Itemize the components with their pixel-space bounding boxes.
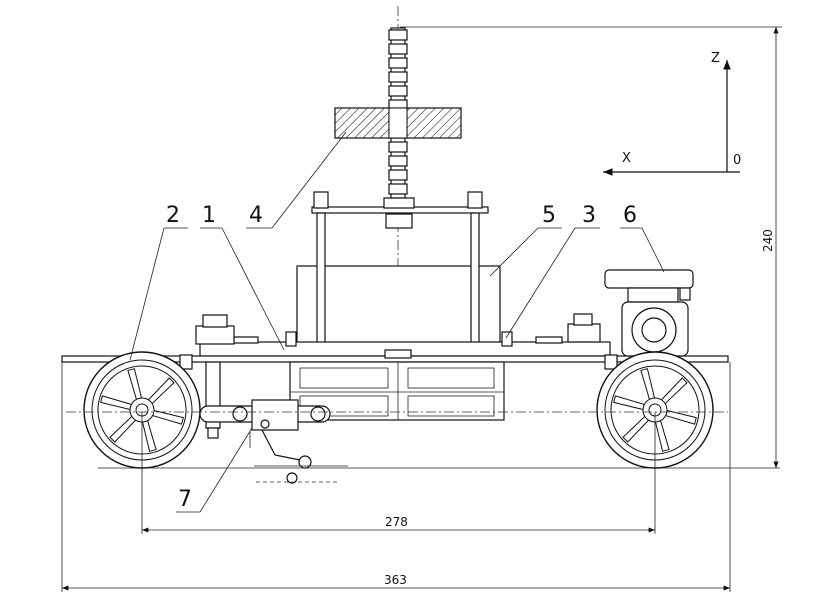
label-part-3: 3	[582, 203, 596, 228]
rod-nut	[388, 71, 408, 83]
label-part-2: 2	[166, 203, 180, 228]
dimension-overall: 363	[61, 362, 731, 592]
dimension-wheelbase-value: 278	[385, 515, 408, 529]
bracket	[199, 399, 348, 484]
dimension-overall-value: 363	[384, 573, 407, 587]
label-part-5: 5	[542, 203, 556, 228]
weight-block	[334, 107, 462, 139]
x-axis-label: X	[622, 151, 631, 166]
rod-nut	[388, 43, 408, 55]
drive-unit	[567, 269, 694, 357]
rod-nut	[388, 57, 408, 69]
frame-box	[296, 265, 501, 345]
label-part-6: 6	[623, 203, 637, 228]
label-part-4: 4	[249, 203, 263, 228]
rod-nut	[388, 29, 408, 41]
rod-nut	[388, 169, 408, 181]
label-part-1: 1	[202, 203, 216, 228]
rod-nut	[388, 85, 408, 97]
dimension-height: 240	[761, 26, 779, 468]
z-axis-label: Z	[711, 51, 720, 66]
rod-nut	[388, 155, 408, 167]
right-wheel	[596, 351, 714, 469]
callout-leaders	[129, 131, 665, 513]
label-part-7: 7	[178, 487, 192, 512]
dimension-wheelbase: 278	[141, 412, 656, 534]
rod-nut	[388, 141, 408, 153]
small-screws	[179, 331, 618, 370]
dimension-height-value: 240	[761, 229, 775, 252]
callout-numbers: 2 1 4 5 3 6 7	[166, 203, 637, 512]
coordinate-axes: Z X 0	[603, 51, 741, 176]
origin-label: 0	[733, 153, 741, 168]
top-plate	[311, 197, 489, 229]
rod-nut	[388, 183, 408, 195]
